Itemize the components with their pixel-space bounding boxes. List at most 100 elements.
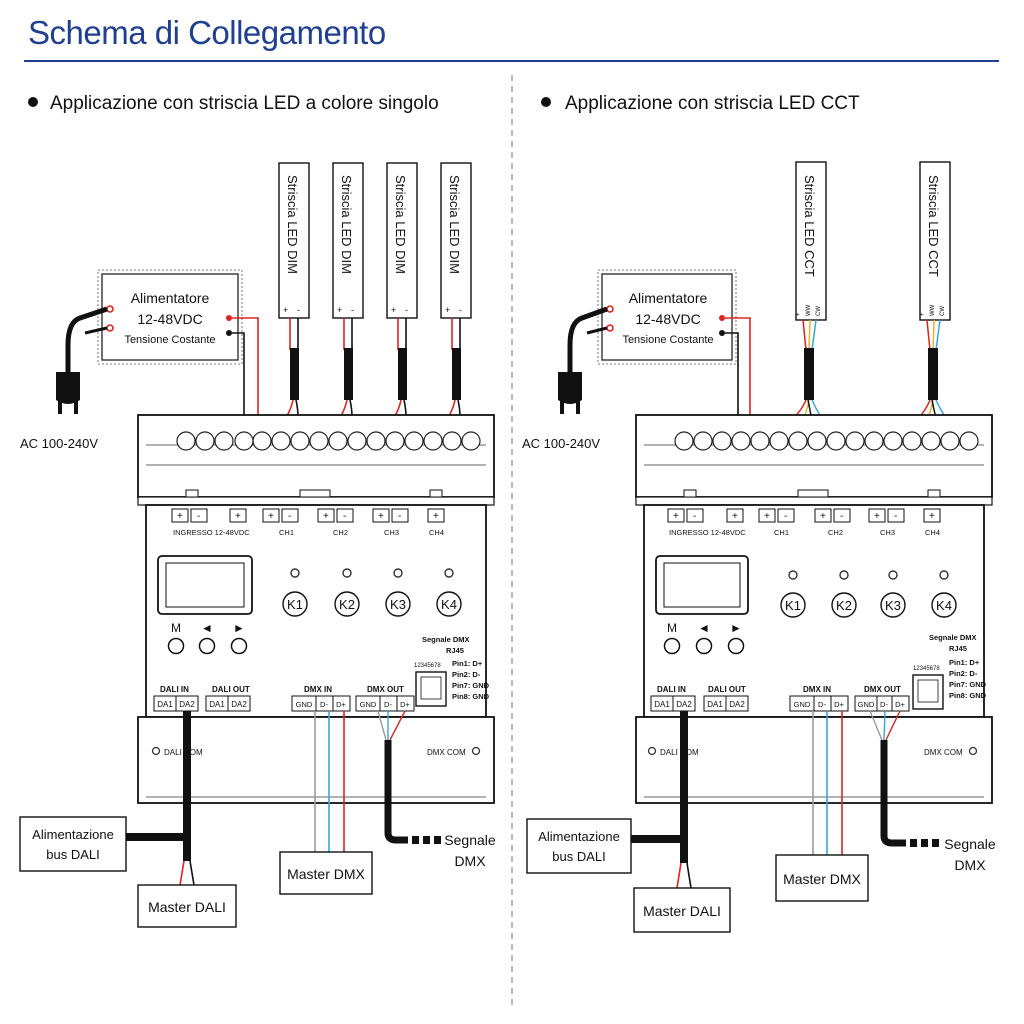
right-button xyxy=(230,637,248,655)
dali-bus-box xyxy=(19,816,127,872)
dmx-out-cable xyxy=(377,710,441,844)
led-strip: Striscia LED DIM + - xyxy=(332,162,364,319)
master-dali-label: Master DALI xyxy=(643,903,721,919)
right-button xyxy=(727,637,745,655)
strip-pin-plus: + xyxy=(796,312,802,316)
status-leds xyxy=(290,568,454,578)
dali-out-da1: DA1 xyxy=(209,700,225,709)
display-screen xyxy=(157,555,253,615)
menu-key-label: M xyxy=(171,621,181,635)
dmx-out-dminus: D- xyxy=(384,700,392,709)
svg-text:+: + xyxy=(323,511,329,522)
ch2-label: CH2 xyxy=(828,528,843,537)
key-k1 xyxy=(780,592,806,618)
dmx-out-label: DMX OUT xyxy=(864,685,901,694)
strip-cables xyxy=(275,318,461,433)
strip-label: Striscia LED DIM xyxy=(447,175,462,274)
dali-out-da2: DA2 xyxy=(729,700,745,709)
ac-plug: AC 100-240V xyxy=(522,306,608,451)
section-heading: Applicazione con striscia LED CCT xyxy=(565,93,860,114)
dmx-out-gnd: GND xyxy=(858,700,875,709)
key-k2 xyxy=(831,592,857,618)
svg-text:+: + xyxy=(874,511,880,522)
title-rule xyxy=(24,60,999,62)
ch4-label: CH4 xyxy=(925,528,940,537)
dali-in-da2: DA2 xyxy=(179,700,195,709)
dmx-in-gnd: GND xyxy=(296,700,313,709)
dali-in-label: DALI IN xyxy=(657,685,686,694)
key-k1 xyxy=(282,591,308,617)
master-dmx-box xyxy=(279,851,373,895)
power-wire-negative xyxy=(232,332,245,432)
input-label: INGRESSO 12-48VDC xyxy=(669,528,746,537)
strip-pin-plus: + xyxy=(391,305,396,315)
ch1-label: CH1 xyxy=(774,528,789,537)
dmx-pin7: Pin7: GND xyxy=(949,680,987,689)
strip-pin-cw: CW xyxy=(816,306,822,316)
rj45-pin-numbers: 12345678 xyxy=(913,666,940,672)
dmx-out-dplus: D+ xyxy=(400,700,410,709)
psu-line3: Tensione Costante xyxy=(124,334,215,346)
left-button xyxy=(695,637,713,655)
dmx-pin1: Pin1: D+ xyxy=(452,659,483,668)
dali-cable xyxy=(617,711,692,889)
dali-in-da2: DA2 xyxy=(676,700,692,709)
psu-line2: 12-48VDC xyxy=(635,311,700,327)
strip-label: Striscia LED DIM xyxy=(339,175,354,274)
signal-dmx-line1: Segnale xyxy=(944,836,996,852)
ac-input-label: AC 100-240V xyxy=(522,436,600,451)
master-dali-box xyxy=(633,887,731,933)
dmx-out-gnd: GND xyxy=(360,700,377,709)
svg-text:+: + xyxy=(378,511,384,522)
controller: +-+ +- +- +- + INGRESSO 12-48VDC CH1 CH2… xyxy=(635,414,993,804)
pin-row xyxy=(667,508,941,523)
strip-pin-cw: CW xyxy=(940,306,946,316)
key-k3 xyxy=(385,591,411,617)
signal-dmx-line1: Segnale xyxy=(444,832,496,848)
ch4-label: CH4 xyxy=(429,528,444,537)
rj45-pin-numbers: 12345678 xyxy=(414,663,441,669)
ac-plug: AC 100-240V xyxy=(20,306,108,451)
svg-text:+: + xyxy=(433,511,439,522)
dali-bus-line2: bus DALI xyxy=(46,847,99,862)
ch3-label: CH3 xyxy=(880,528,895,537)
dali-out-label: DALI OUT xyxy=(212,685,250,694)
strip-pin-ww: WW xyxy=(806,304,812,316)
left-button xyxy=(198,637,216,655)
dali-out-da1: DA1 xyxy=(707,700,723,709)
panel-cct: Applicazione con striscia LED CCT Strisc… xyxy=(522,93,996,933)
svg-text:-: - xyxy=(197,511,200,522)
led-strip: Striscia LED DIM + - xyxy=(386,162,418,319)
section-heading: Applicazione con striscia LED a colore s… xyxy=(50,93,439,114)
dmx-in-wires xyxy=(812,711,843,855)
master-dmx-label: Master DMX xyxy=(287,866,365,882)
dali-bus-line2: bus DALI xyxy=(552,849,605,864)
terminal-block xyxy=(674,431,979,451)
dmx-com-label: DMX COM xyxy=(924,748,963,757)
svg-text:-: - xyxy=(398,511,401,522)
ac-input-label: AC 100-240V xyxy=(20,436,98,451)
master-dmx-label: Master DMX xyxy=(783,871,861,887)
dmx-in-dminus: D- xyxy=(818,700,826,709)
svg-text:+: + xyxy=(268,511,274,522)
menu-button xyxy=(663,637,681,655)
key-k2 xyxy=(334,591,360,617)
controller: +-+ +- +- +- + INGRESSO 12-48VDC CH1 CH2… xyxy=(137,414,495,804)
master-dali-label: Master DALI xyxy=(148,899,226,915)
master-dmx-box xyxy=(775,854,869,902)
led-strip: Striscia LED DIM + - xyxy=(278,162,310,319)
psu-line1: Alimentatore xyxy=(131,290,210,306)
svg-text:+: + xyxy=(764,511,770,522)
page-title: Schema di Collegamento xyxy=(28,14,386,51)
svg-text:-: - xyxy=(693,511,696,522)
pin-row xyxy=(171,508,445,523)
dali-out-da2: DA2 xyxy=(231,700,247,709)
key-k4-label: K4 xyxy=(936,598,952,613)
svg-text:-: - xyxy=(840,511,843,522)
dali-out-label: DALI OUT xyxy=(708,685,746,694)
dmx-pin7: Pin7: GND xyxy=(452,681,490,690)
psu-line1: Alimentatore xyxy=(629,290,708,306)
power-wire-positive xyxy=(232,317,259,432)
dali-cable xyxy=(120,711,195,886)
dmx-rj45-label: RJ45 xyxy=(949,644,967,653)
